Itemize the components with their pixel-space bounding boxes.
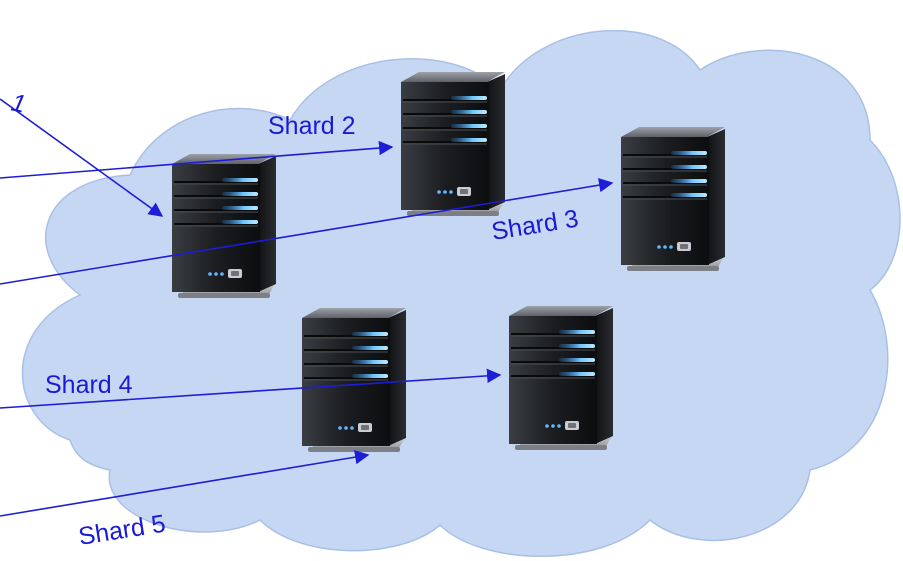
arrow-shard5: [0, 450, 370, 517]
shard1-label-fragment: 1: [9, 88, 28, 118]
shard2-label: Shard 2: [268, 112, 356, 140]
shard5-label: Shard 5: [77, 510, 168, 551]
arrow-shard1: [0, 98, 164, 217]
arrow-shard4: [0, 368, 502, 409]
server-tower-icon: [508, 305, 614, 451]
arrow-shard3: [0, 178, 614, 285]
arrow-shard2: [0, 140, 394, 179]
server-tower-icon: [620, 126, 726, 272]
server-tower-icon: [400, 71, 506, 217]
server-tower-icon: [301, 307, 407, 453]
server-tower-icon: [171, 153, 277, 299]
shard4-label: Shard 4: [45, 371, 133, 399]
